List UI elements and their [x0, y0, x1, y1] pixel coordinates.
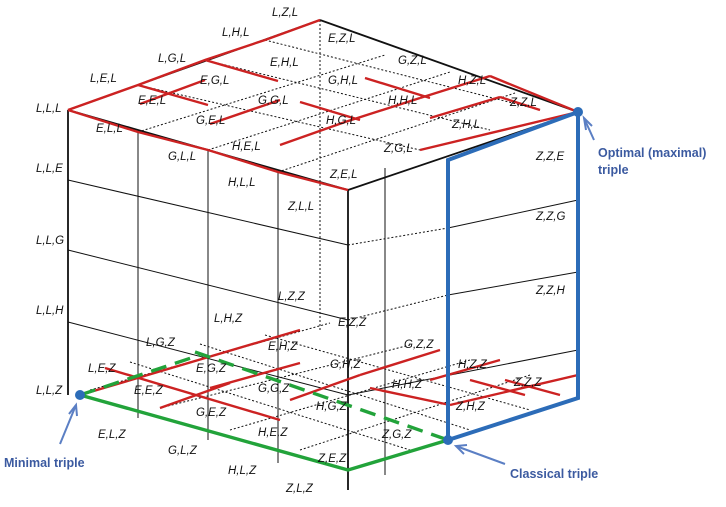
- annotations: Optimal (maximal) triple Minimal triple …: [4, 146, 706, 481]
- classical-triple-dot: [443, 435, 453, 445]
- label-ezz: E,Z,Z: [338, 317, 367, 329]
- classical-arrow: [455, 445, 506, 465]
- label-gel: G,E,L: [196, 115, 225, 127]
- label-llg: L,L,G: [36, 235, 64, 247]
- optimal-triple-dot: [573, 107, 583, 117]
- minimal-arrow: [59, 404, 77, 445]
- label-zgl: Z,G,L: [383, 143, 413, 155]
- label-ehz: E,H,Z: [268, 341, 298, 353]
- label-zez: Z,E,Z: [317, 453, 347, 465]
- label-ezl: E,Z,L: [328, 33, 355, 45]
- label-elz: E,L,Z: [98, 429, 126, 441]
- label-lhl: L,H,L: [222, 27, 250, 39]
- blue-face: [446, 109, 580, 443]
- label-lgl: L,G,L: [158, 53, 186, 65]
- label-zzg: Z,Z,G: [535, 211, 565, 223]
- label-gez: G,E,Z: [196, 407, 227, 419]
- red-top-layer: [67, 18, 579, 192]
- label-eel: E,E,L: [138, 95, 166, 107]
- label-lzl: L,Z,L: [272, 7, 298, 19]
- label-egl: E,G,L: [200, 75, 229, 87]
- label-gzz: G,Z,Z: [404, 339, 434, 351]
- label-hel: H,E,L: [232, 141, 261, 153]
- minimal-triple-dot: [75, 390, 85, 400]
- label-eez: E,E,Z: [134, 385, 164, 397]
- label-hzz: H,Z,Z: [458, 359, 488, 371]
- label-zhz: Z,H,Z: [455, 401, 486, 413]
- label-ell: E,L,L: [96, 123, 123, 135]
- label-lle: L,L,E: [36, 163, 63, 175]
- cube-grid: [67, 19, 579, 490]
- optimal-arrow: [583, 117, 595, 141]
- label-lzz: L,Z,Z: [278, 291, 306, 303]
- label-hhl: H,H,L: [388, 95, 417, 107]
- label-lll: L,L,L: [36, 103, 62, 115]
- label-lgz: L,G,Z: [146, 337, 176, 349]
- label-hez: H,E,Z: [258, 427, 288, 439]
- classical-triple-label: Classical triple: [510, 467, 598, 481]
- label-zzz: Z,Z,Z: [513, 377, 542, 389]
- label-zgz: Z,G,Z: [381, 429, 412, 441]
- label-zll: Z,L,L: [287, 201, 314, 213]
- label-llz: L,L,Z: [36, 385, 63, 397]
- label-hgl: H,G,L: [326, 115, 356, 127]
- label-egz: E,G,Z: [196, 363, 227, 375]
- minimal-triple-label: Minimal triple: [4, 456, 85, 470]
- label-ghz: G,H,Z: [330, 359, 362, 371]
- label-ehl: E,H,L: [270, 57, 299, 69]
- label-zlz: Z,L,Z: [285, 483, 314, 495]
- label-lez: L,E,Z: [88, 363, 116, 375]
- label-glz: G,L,Z: [168, 445, 198, 457]
- label-ggl: G,G,L: [258, 95, 289, 107]
- label-zzh: Z,Z,H: [535, 285, 565, 297]
- arrows: [59, 115, 595, 465]
- label-hlz: H,L,Z: [228, 465, 257, 477]
- markers: [75, 107, 583, 445]
- label-hgz: H,G,Z: [316, 401, 348, 413]
- label-zze: Z,Z,E: [535, 151, 564, 163]
- label-lhz: L,H,Z: [214, 313, 243, 325]
- label-hhz: H,H,Z: [392, 379, 423, 391]
- label-zel: Z,E,L: [329, 169, 357, 181]
- label-llh: L,L,H: [36, 305, 64, 317]
- label-gll: G,L,L: [168, 151, 196, 163]
- label-hzl: H,Z,L: [458, 75, 486, 87]
- green-lines: [79, 350, 449, 472]
- cell-labels: L,L,L L,L,E L,L,G L,L,H L,L,Z L,E,L L,G,…: [36, 7, 565, 495]
- label-gzl: G,Z,L: [398, 55, 427, 67]
- label-ghl: G,H,L: [328, 75, 358, 87]
- label-hll: H,L,L: [228, 177, 256, 189]
- label-zzl: Z,Z,L: [509, 97, 537, 109]
- label-lel: L,E,L: [90, 73, 117, 85]
- label-ggz: G,G,Z: [258, 383, 290, 395]
- label-zhl: Z,H,L: [451, 119, 480, 131]
- optimal-triple-label-line2: triple: [598, 163, 629, 177]
- optimal-triple-label: Optimal (maximal): [598, 146, 706, 160]
